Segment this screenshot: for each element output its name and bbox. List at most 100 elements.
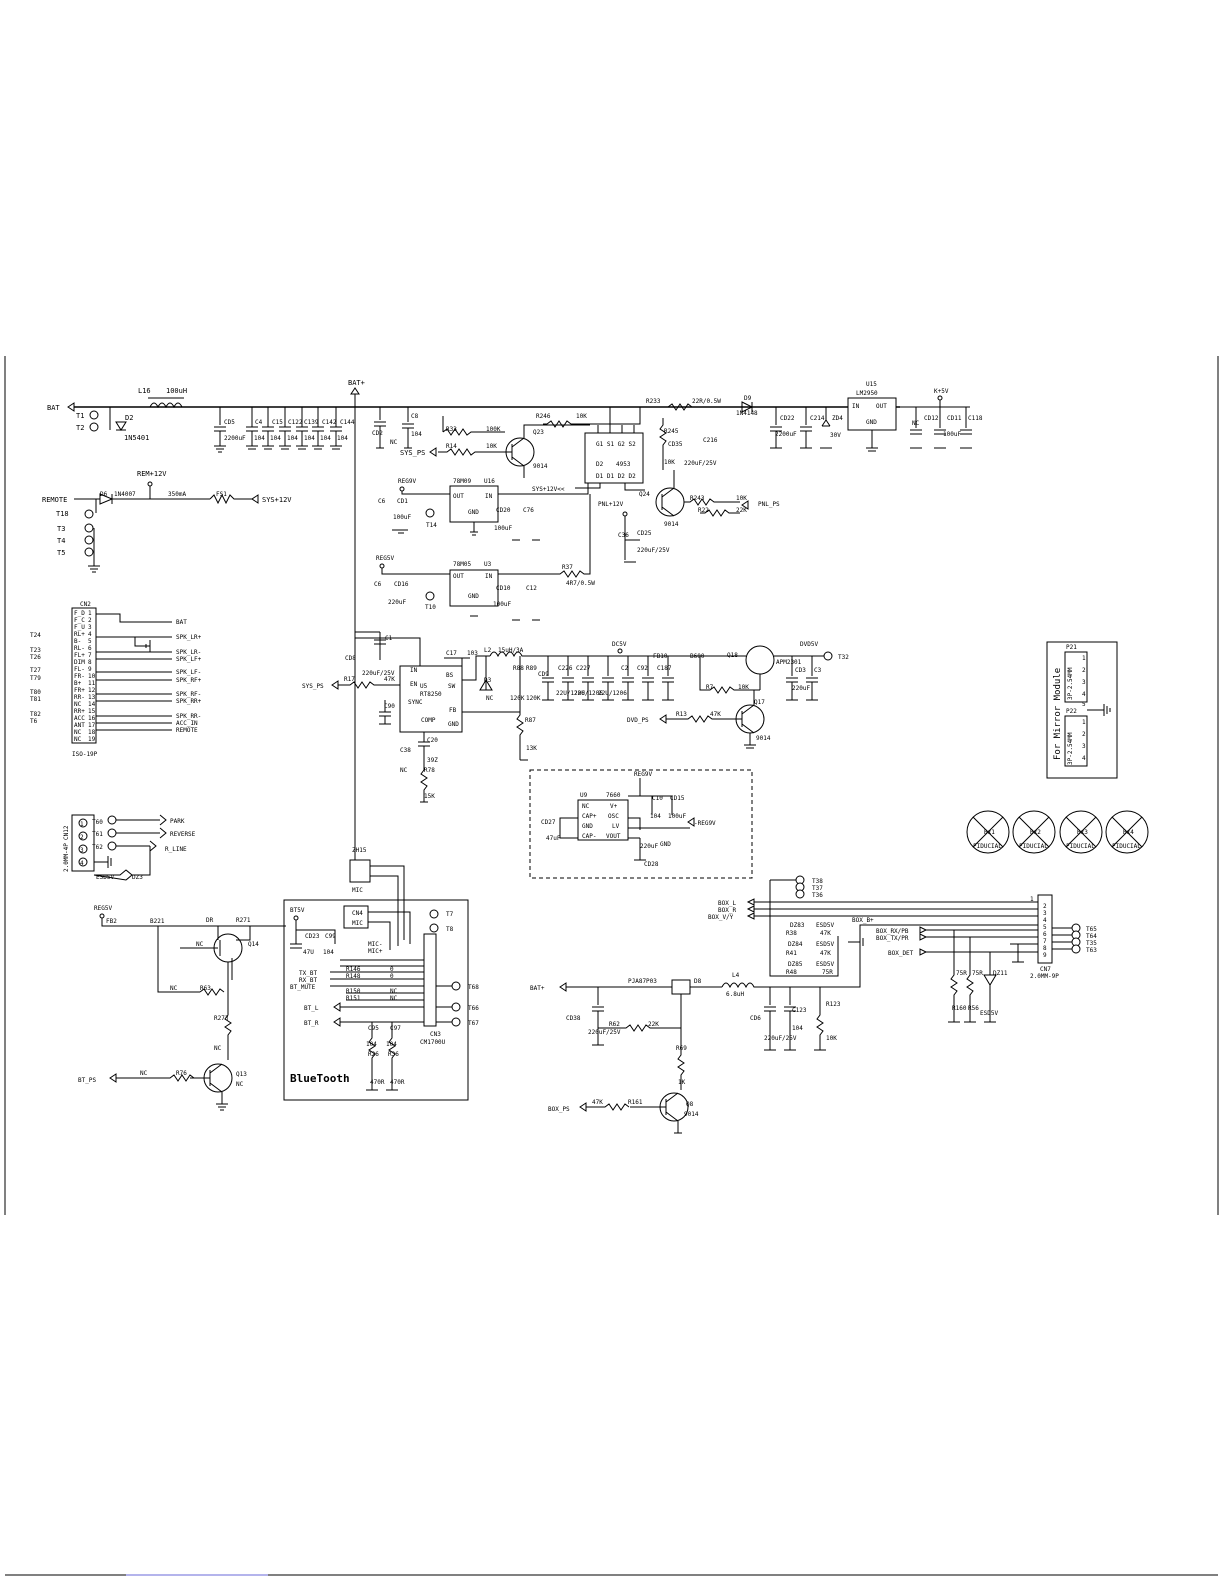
tp-t67[interactable]: [451, 1017, 461, 1027]
tp-t68[interactable]: [451, 981, 461, 991]
tp-t66[interactable]: [451, 1002, 461, 1012]
svg-text:T65: T65: [1086, 926, 1097, 933]
tp-t1[interactable]: [89, 410, 99, 420]
svg-text:R245: R245: [664, 428, 679, 435]
svg-text:DZ85: DZ85: [788, 961, 803, 968]
svg-text:2: 2: [1043, 903, 1047, 910]
svg-text:R63: R63: [200, 985, 211, 992]
svg-text:R13: R13: [676, 711, 687, 718]
cn2-pin-label: NC: [74, 701, 82, 708]
svg-text:DVD_PS: DVD_PS: [627, 717, 649, 724]
svg-text:GND: GND: [582, 823, 593, 830]
svg-text:220uF/25V: 220uF/25V: [588, 1029, 621, 1036]
svg-text:G1 S1 G2 S2: G1 S1 G2 S2: [596, 441, 636, 448]
svg-text:PJA87P03: PJA87P03: [628, 978, 657, 985]
svg-text:BOX_V/Y: BOX_V/Y: [708, 914, 734, 921]
svg-text:22R/0.5W: 22R/0.5W: [692, 398, 721, 405]
tp-t7[interactable]: [429, 909, 439, 919]
svg-text:T1: T1: [76, 412, 84, 420]
cn7-body: [1037, 894, 1053, 964]
mirror-frame: [1046, 641, 1118, 779]
tp-t14[interactable]: [425, 508, 435, 518]
svg-text:R36: R36: [388, 1051, 399, 1058]
svg-text:T5: T5: [57, 549, 65, 557]
svg-text:DZ84: DZ84: [788, 941, 803, 948]
svg-text:10K: 10K: [826, 1035, 837, 1042]
svg-text:SYNC: SYNC: [408, 699, 423, 706]
svg-text:MIC: MIC: [352, 887, 363, 894]
cn2-pin-number: 1: [88, 610, 92, 617]
svg-text:U15: U15: [866, 381, 877, 388]
tp-t18[interactable]: [84, 509, 94, 519]
svg-text:OUT: OUT: [453, 493, 464, 500]
svg-text:R22: R22: [698, 507, 709, 514]
svg-text:3: 3: [1043, 910, 1047, 917]
svg-text:100uF: 100uF: [943, 431, 961, 438]
neg-reg-dashed-box: [529, 769, 753, 879]
svg-text:B221: B221: [150, 918, 165, 925]
svg-text:9014: 9014: [684, 1111, 699, 1118]
svg-text:T32: T32: [838, 654, 849, 661]
tp-t8[interactable]: [429, 923, 439, 933]
svg-text:104: 104: [254, 435, 265, 442]
svg-text:R_LINE: R_LINE: [165, 846, 187, 853]
tp-t36[interactable]: [795, 889, 805, 899]
svg-text:470R: 470R: [370, 1079, 385, 1086]
svg-text:GND: GND: [660, 841, 671, 848]
svg-text:47K: 47K: [384, 676, 395, 683]
svg-text:R14: R14: [446, 443, 457, 450]
tp-t61[interactable]: [107, 828, 117, 838]
svg-text:1N5401: 1N5401: [124, 434, 149, 442]
svg-text:T7: T7: [446, 911, 454, 918]
ground-symbols: [366, 447, 1024, 1134]
svg-text:3P-2.54MM: 3P-2.54MM: [1067, 667, 1074, 700]
svg-text:C187: C187: [657, 665, 672, 672]
ic-d2-4953: [584, 432, 644, 484]
svg-text:3: 3: [1082, 679, 1086, 686]
svg-text:C97: C97: [390, 1025, 401, 1032]
svg-text:TX_BT: TX_BT: [299, 970, 317, 977]
svg-text:DVD5V: DVD5V: [800, 641, 818, 648]
svg-text:C122: C122: [288, 419, 303, 426]
svg-text:9014: 9014: [664, 521, 679, 528]
svg-text:Q13: Q13: [236, 1071, 247, 1078]
remote-section: REM+12V REMOTE D6 1N4007 350mA FS1 SYS+1…: [42, 470, 292, 573]
svg-text:L4: L4: [732, 972, 740, 979]
svg-text:REVERSE: REVERSE: [170, 831, 196, 838]
tp-t32[interactable]: [823, 651, 833, 661]
svg-text:BT_L: BT_L: [304, 1005, 319, 1012]
svg-text:-REG9V: -REG9V: [694, 820, 716, 827]
svg-text:CD3: CD3: [795, 667, 806, 674]
tp-t2[interactable]: [89, 422, 99, 432]
tp-t10[interactable]: [425, 591, 435, 601]
cn2-pin-number: 4: [88, 631, 92, 638]
svg-text:C20: C20: [427, 737, 438, 744]
tp-t63[interactable]: [1071, 944, 1081, 954]
svg-text:R78: R78: [424, 767, 435, 774]
svg-text:47K: 47K: [820, 950, 831, 957]
tp-t4[interactable]: [84, 535, 94, 545]
svg-text:REMOTE: REMOTE: [42, 496, 67, 504]
tp-t3[interactable]: [84, 523, 94, 533]
svg-text:T68: T68: [468, 984, 479, 991]
svg-text:OUT: OUT: [876, 403, 887, 410]
svg-text:C12: C12: [526, 585, 537, 592]
svg-text:10K: 10K: [736, 495, 747, 502]
tp-t60[interactable]: [107, 815, 117, 825]
svg-text:R76: R76: [176, 1070, 187, 1077]
cn2-pin-number: 17: [88, 722, 96, 729]
svg-text:IN: IN: [485, 573, 493, 580]
tp-t62[interactable]: [107, 841, 117, 851]
svg-text:APM2301: APM2301: [776, 659, 802, 666]
cn2-pin-label: RL+: [74, 631, 85, 638]
svg-text:T18: T18: [56, 510, 69, 518]
svg-text:LV: LV: [612, 823, 620, 830]
svg-text:5: 5: [1082, 701, 1086, 708]
svg-text:75R: 75R: [822, 969, 833, 976]
svg-text:22U/1206: 22U/1206: [598, 690, 627, 697]
svg-text:CM1700U: CM1700U: [420, 1039, 446, 1046]
svg-text:Q8: Q8: [686, 1101, 694, 1108]
svg-text:0: 0: [390, 966, 394, 973]
tp-t5[interactable]: [84, 547, 94, 557]
svg-text:RT8250: RT8250: [420, 691, 442, 698]
